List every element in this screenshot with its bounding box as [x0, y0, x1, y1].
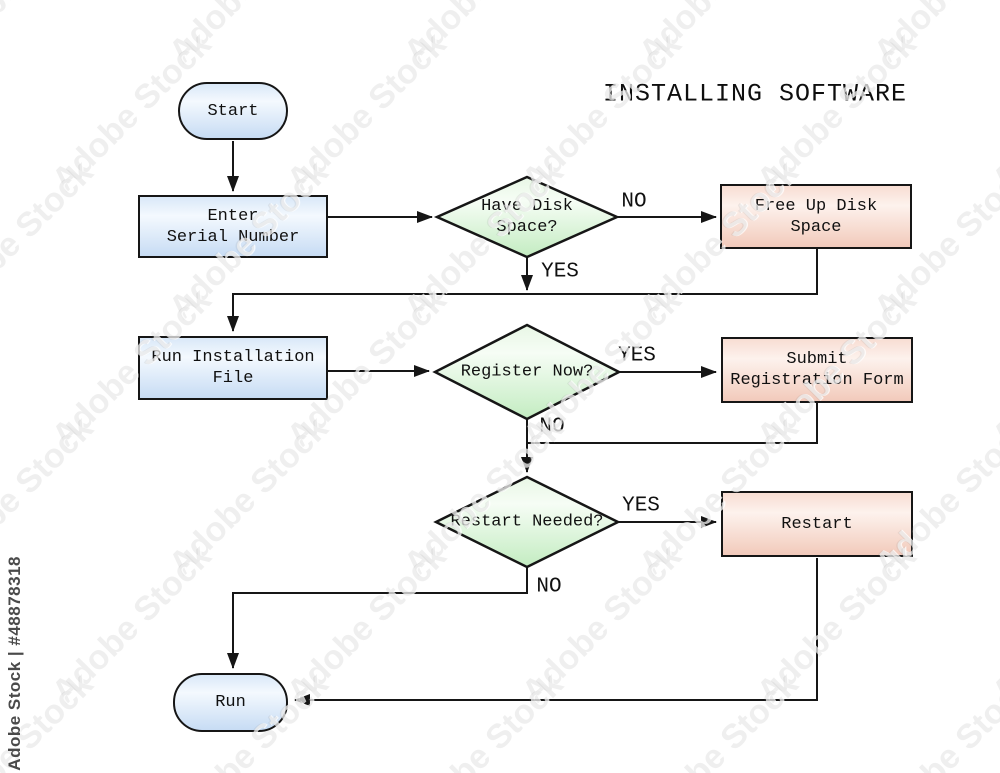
edge-merge-to-run-install — [227, 249, 818, 332]
page-title: INSTALLING SOFTWARE — [602, 79, 908, 109]
branch-label-yes-register-now: YES — [618, 344, 656, 368]
edge-restart-needed-no-to-run — [227, 567, 528, 669]
process-restart: Restart — [721, 491, 913, 557]
node-label: Run — [215, 693, 246, 712]
branch-label-yes-have-disk: YES — [541, 260, 579, 284]
decision-have-disk-space-shape — [433, 175, 621, 259]
branch-label-yes-restart-needed: YES — [622, 494, 660, 518]
node-label-line: Run Installation — [151, 348, 315, 367]
decision-register-now-label: Register Now? — [460, 362, 594, 382]
decision-restart-needed-label: Restart Needed? — [450, 512, 604, 532]
node-label-line: Space — [790, 217, 842, 237]
terminal-run: Run — [173, 673, 288, 732]
node-label-line: File — [212, 369, 254, 388]
node-label: Restart — [781, 514, 853, 534]
node-label-line: Submit — [786, 350, 848, 369]
node-label: Start — [207, 101, 259, 121]
node-label-line: Serial Number — [166, 227, 300, 247]
node-label-line: Enter — [207, 206, 259, 226]
decision-restart-needed-shape — [433, 475, 621, 569]
node-label-line: Free Up Disk — [754, 196, 878, 216]
edge-restart-to-run — [294, 558, 818, 706]
node-label-line: Registration Form — [730, 371, 904, 390]
decision-have-disk-space-label: Have Disk Space? — [481, 197, 573, 237]
process-free-up-disk-space: Free Up Disk Space — [720, 184, 912, 249]
branch-label-no-have-disk: NO — [621, 190, 647, 214]
terminal-start: Start — [178, 82, 288, 140]
process-run-installation-file: Run Installation File — [138, 336, 328, 400]
decision-register-now-shape — [432, 323, 622, 421]
edge-submit-down-merge — [527, 403, 818, 444]
stock-id-watermark: Adobe Stock | #48878318 — [5, 556, 24, 771]
process-submit-registration-form: Submit Registration Form — [721, 337, 913, 403]
process-enter-serial-number: Enter Serial Number — [138, 195, 328, 258]
branch-label-no-restart-needed: NO — [536, 575, 562, 599]
branch-label-no-register-now: NO — [539, 415, 565, 439]
